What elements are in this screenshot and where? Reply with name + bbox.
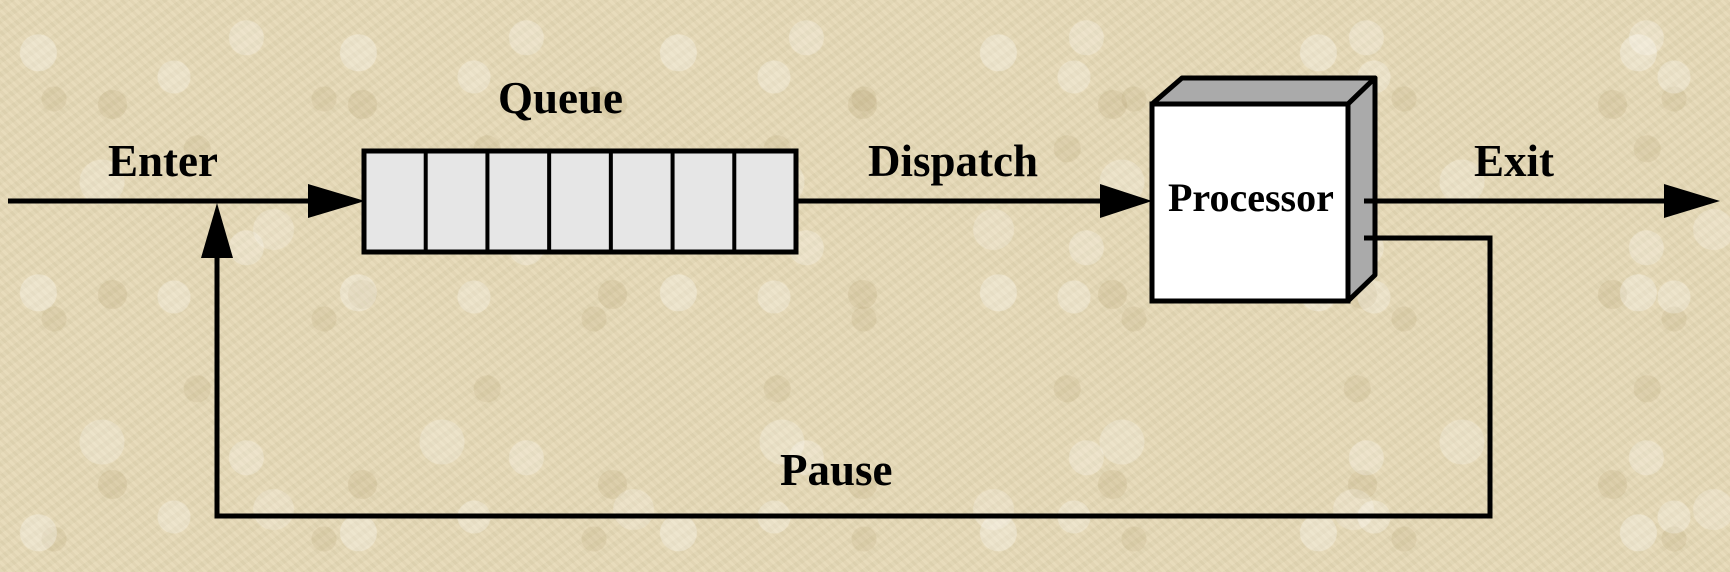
enter-label: Enter: [108, 136, 218, 186]
processor-side-face: [1345, 75, 1378, 304]
enter-arrowhead: [308, 184, 365, 218]
queue-label: Queue: [498, 73, 624, 123]
pause-label: Pause: [780, 445, 893, 495]
pause-loop: [214, 235, 1493, 519]
processor-label: Processor: [1168, 175, 1334, 220]
processor-top-face: [1149, 75, 1378, 107]
queue-box: [361, 148, 799, 255]
pause-arrowhead: [201, 203, 233, 258]
dispatch-label: Dispatch: [868, 136, 1039, 186]
exit-label: Exit: [1474, 136, 1555, 186]
processor-box: [1149, 75, 1378, 304]
processor-front-face: [1149, 101, 1351, 304]
exit-arrowhead: [1664, 184, 1720, 218]
dispatch-arrowhead: [1100, 184, 1152, 218]
